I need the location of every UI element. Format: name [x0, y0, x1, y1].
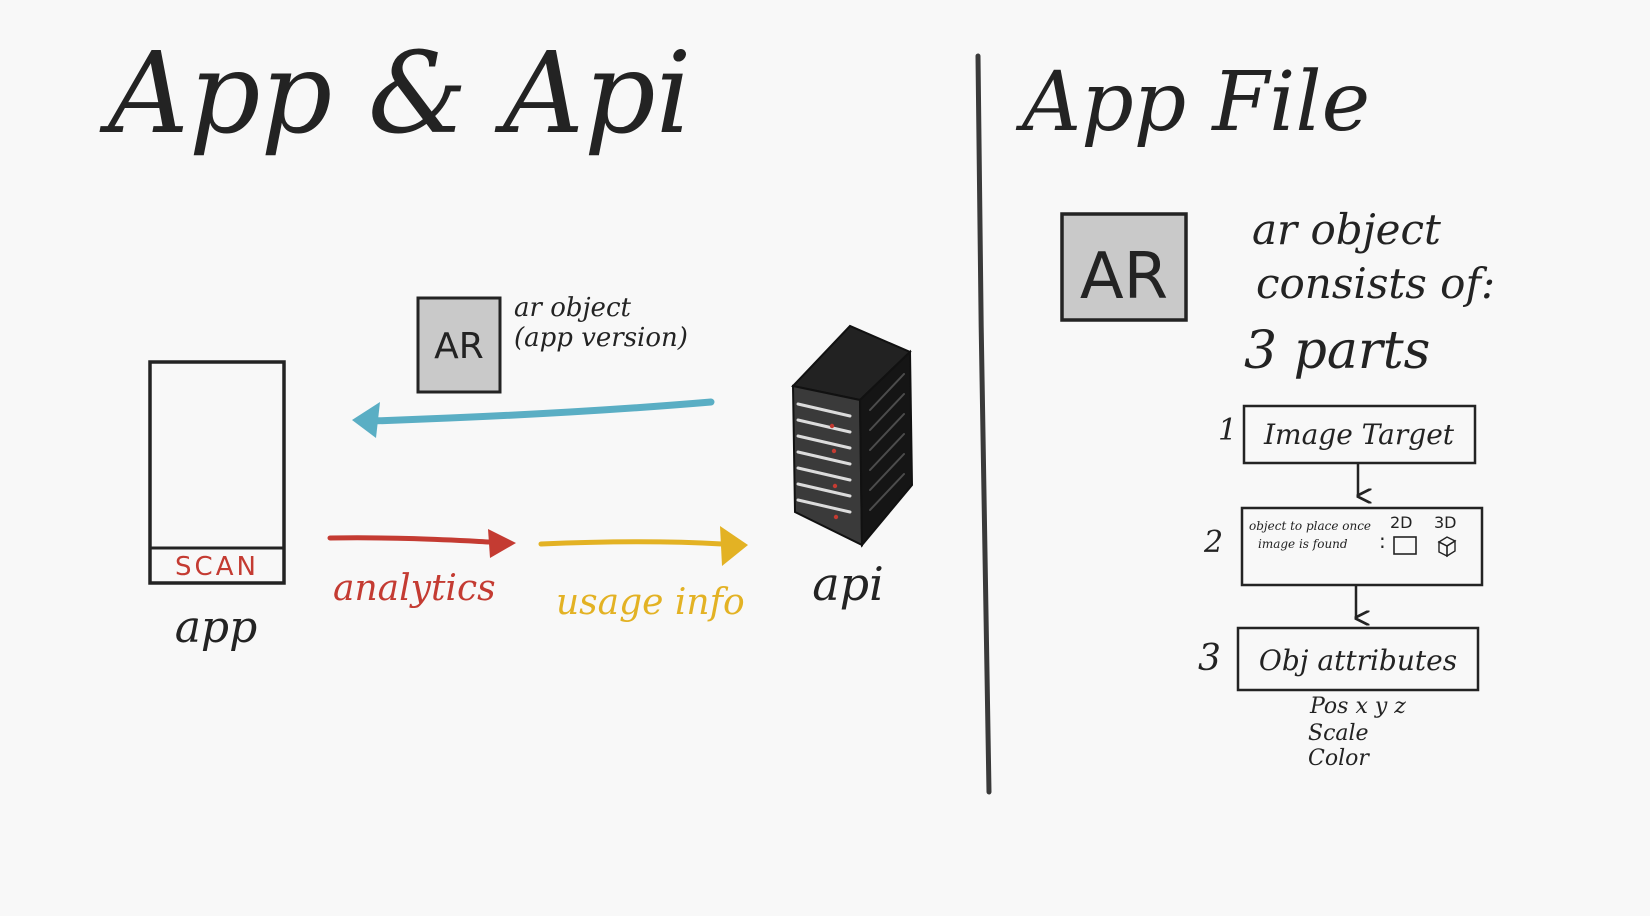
desc-line1: ar object: [1252, 205, 1441, 254]
desc-line3: 3 parts: [1244, 321, 1430, 381]
step-2-box: [1240, 506, 1484, 587]
api-to-app-arrow: [352, 398, 715, 438]
ar-caption-line1: ar object: [514, 293, 632, 323]
analytics-label: analytics: [333, 568, 496, 609]
phone-label: app: [175, 602, 258, 653]
step-2-colon: :: [1379, 529, 1386, 553]
left-title: App & Api: [99, 29, 692, 159]
step-1-label: Image Target: [1263, 418, 1455, 451]
server-label: api: [812, 557, 884, 611]
right-title: App File: [1015, 55, 1370, 150]
attribute-color: Color: [1308, 746, 1370, 771]
step-1-box: [1242, 404, 1477, 465]
scan-button: SCAN: [175, 552, 259, 582]
panel-divider: [975, 53, 992, 795]
square-2d-icon: [1393, 536, 1417, 555]
attribute-position: Pos x y z: [1309, 694, 1406, 719]
step-3-box: [1236, 626, 1480, 692]
ar-caption-line2: (app version): [514, 323, 688, 353]
ar-box-large: [1060, 212, 1188, 322]
desc-line2: consists of:: [1256, 259, 1495, 308]
attribute-scale: Scale: [1308, 721, 1369, 746]
step-3-number: 3: [1198, 638, 1221, 679]
step-2-label-line1: object to place once: [1249, 519, 1371, 533]
analytics-arrow: [327, 529, 516, 558]
ar-box-large-label: AR: [1080, 240, 1168, 314]
ar-box-label: AR: [434, 326, 484, 367]
step-2-option-3d: 3D: [1434, 513, 1457, 532]
step-2-option-2d: 2D: [1390, 513, 1413, 532]
ar-object-box: [416, 296, 502, 394]
step-2-label-line2: image is found: [1258, 537, 1348, 551]
phone-device: [148, 360, 286, 585]
step-2-number: 2: [1203, 525, 1223, 560]
step-1-number: 1: [1218, 413, 1237, 448]
usage-info-label: usage info: [556, 582, 745, 623]
usage-info-arrow: [538, 526, 748, 566]
cube-3d-icon: [1437, 536, 1457, 558]
step-3-label: Obj attributes: [1259, 644, 1457, 677]
server-icon: [791, 324, 914, 548]
